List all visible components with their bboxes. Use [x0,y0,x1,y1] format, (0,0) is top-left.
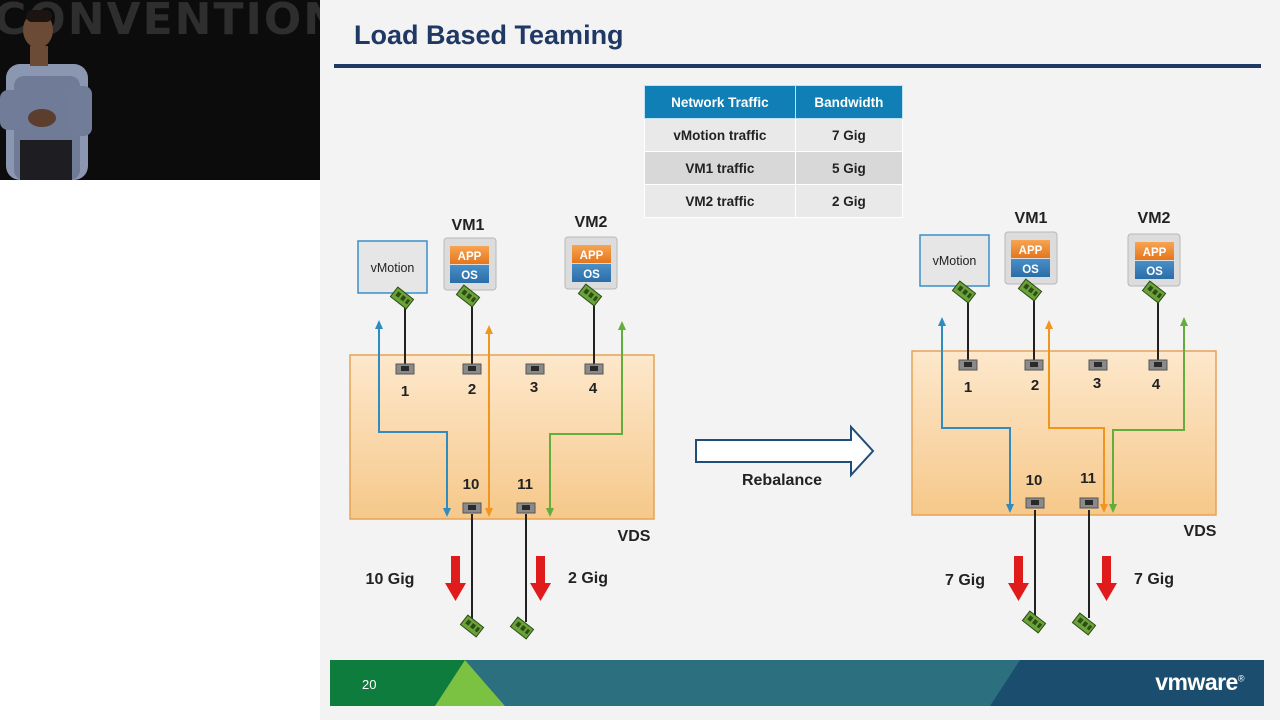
pnic-icon [1071,612,1097,636]
pnic-icon [509,616,535,640]
vmotion-label: vMotion [933,254,977,268]
uplink-bandwidth: 2 Gig [568,570,608,587]
vds-switch [911,350,1217,516]
vds-label: VDS [618,528,651,545]
os-label: OS [461,270,478,282]
vm1-label: VM1 [1015,210,1048,227]
table-cell: 2 Gig [794,184,904,218]
port-number: 2 [468,381,476,398]
logo-reg-mark: ® [1237,673,1245,684]
bandwidth-arrow [445,556,466,601]
port-number: 4 [589,380,598,397]
os-label: OS [1022,264,1039,276]
rebalance-arrow [695,424,875,478]
vds-label: VDS [1184,523,1217,540]
vmotion-label: vMotion [371,261,415,275]
after-diagram: vMotion VM1 APP OS VM2 APP OS [911,210,1217,636]
bandwidth-arrow [1096,556,1117,601]
vm2-icon: APP OS [1127,233,1181,287]
app-label: APP [1143,247,1167,259]
presenter-video: CONVENTION [0,0,320,180]
app-label: APP [458,251,482,263]
port-number: 1 [964,379,972,396]
uplink-port-icon [1079,497,1099,509]
table-cell: 7 Gig [794,118,904,152]
port-icon [395,363,415,375]
port-icon [1148,359,1168,371]
os-label: OS [583,269,600,281]
teaming-diagram: vMotion VM1 APP OS VM2 APP OS [349,210,1217,640]
pnic-icon [459,614,485,638]
uplink-bandwidth: 7 Gig [1134,571,1174,588]
vm1-icon: APP OS [443,237,497,291]
bandwidth-arrow [530,556,551,601]
convention-backdrop-text: CONVENTION [0,0,320,45]
port-number: 2 [1031,377,1039,394]
table-header: Bandwidth [794,85,904,119]
table-row: vMotion traffic 7 Gig [644,118,904,152]
vmware-logo: vmware® [1155,669,1244,696]
uplink-bandwidth: 10 Gig [366,571,415,588]
port-number: 3 [1093,375,1101,392]
uplink-bandwidth: 7 Gig [945,572,985,589]
vm2-flow [1109,317,1188,513]
port-icon [1024,359,1044,371]
vds-switch [349,354,655,520]
uplink-number: 11 [1080,470,1096,487]
port-number: 1 [401,383,409,400]
vm1-flow [1045,320,1108,513]
table-header-row: Network Traffic Bandwidth [644,85,904,119]
traffic-table: Network Traffic Bandwidth vMotion traffi… [644,85,904,218]
table-header: Network Traffic [644,85,796,119]
bandwidth-arrow [1008,556,1029,601]
port-number: 4 [1152,376,1161,393]
blank-area [0,180,320,720]
vm2-flow [546,321,626,517]
port-icon [525,363,545,375]
vmotion-flow [938,317,1014,513]
logo-text: vmware [1155,669,1238,695]
pnic-icon [1021,610,1047,634]
vm1-flow [485,325,493,517]
uplink-number: 10 [463,476,480,493]
vmotion-box [919,234,990,287]
slide-footer: 20 vmware® [330,660,1264,706]
slide-title: Load Based Teaming [354,20,624,50]
presenter-figure [0,10,92,180]
port-icon [1088,359,1108,371]
footer-band [330,660,1264,706]
title-rule [334,64,1261,68]
rebalance-label: Rebalance [742,472,822,489]
vm2-label: VM2 [575,214,608,231]
vm2-label: VM2 [1138,210,1171,227]
port-icon [958,359,978,371]
before-diagram: vMotion VM1 APP OS VM2 APP OS [349,214,655,640]
vmotion-flow [375,320,451,517]
page-number: 20 [362,677,377,692]
uplink-port-icon [516,502,536,514]
table-cell: 5 Gig [794,151,904,185]
uplink-port-icon [462,502,482,514]
slide: Load Based Teaming Network Traffic Bandw… [320,0,1280,720]
vm1-label: VM1 [452,217,485,234]
uplink-port-icon [1025,497,1045,509]
port-icon [462,363,482,375]
uplink-number: 11 [517,476,533,493]
vmotion-box [357,240,428,294]
vm1-icon: APP OS [1004,231,1058,285]
os-label: OS [1146,266,1163,278]
table-row: VM1 traffic 5 Gig [644,151,904,185]
table-cell: VM1 traffic [644,151,796,185]
table-cell: VM2 traffic [644,184,796,218]
app-label: APP [580,250,604,262]
vm2-icon: APP OS [564,236,618,290]
app-label: APP [1019,245,1043,257]
uplink-number: 10 [1026,472,1043,489]
port-icon [584,363,604,375]
table-row: VM2 traffic 2 Gig [644,184,904,218]
port-number: 3 [530,379,538,396]
table-cell: vMotion traffic [644,118,796,152]
